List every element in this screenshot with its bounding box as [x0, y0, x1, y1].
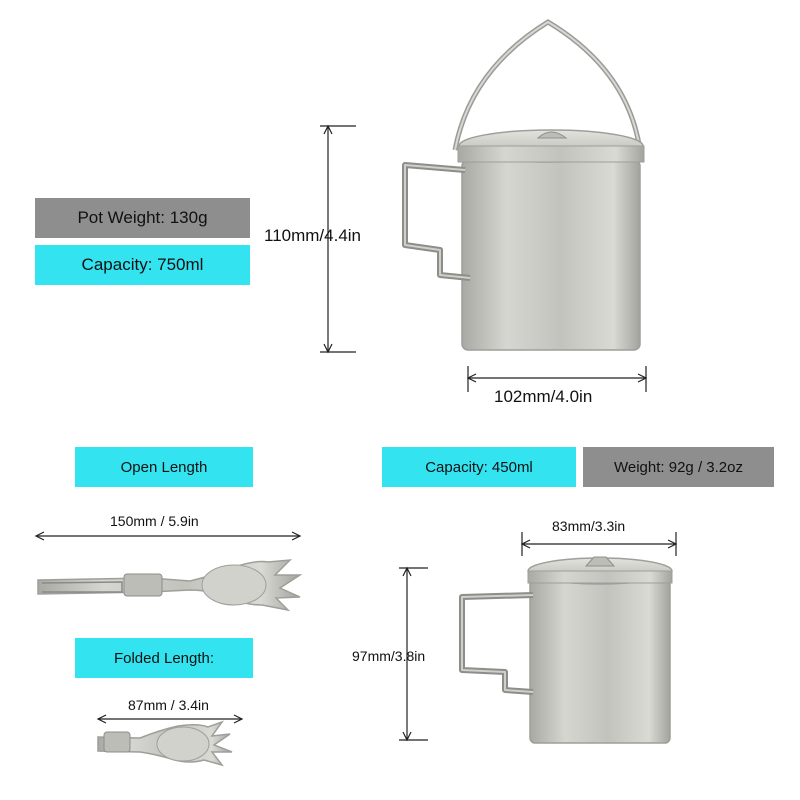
spork-open-text: 150mm / 5.9in [110, 513, 199, 529]
pot-height-text: 110mm/4.4in [264, 226, 362, 245]
pot-width-text: 102mm/4.0in [494, 387, 593, 406]
pot-capacity-label: Capacity: 750ml [35, 245, 250, 285]
spork-open-dimension-line [34, 531, 302, 541]
pot-image [402, 19, 645, 351]
cup-width-text: 83mm/3.3in [552, 518, 626, 534]
cup-weight-label: Weight: 92g / 3.2oz [583, 447, 774, 487]
cup-height-dimension-line [399, 566, 428, 742]
cup-image [459, 556, 673, 744]
spork-folded-image [97, 720, 233, 767]
cup-width-dimension-line [520, 532, 678, 556]
pot-width-dimension-line [466, 366, 648, 392]
pot-weight-label: Pot Weight: 130g [35, 198, 250, 238]
spork-folded-text: 87mm / 3.4in [128, 697, 209, 713]
cup-capacity-label: Capacity: 450ml [382, 447, 576, 487]
spork-folded-dimension-line [96, 714, 244, 724]
pot-height-dimension-line [320, 124, 356, 354]
spork-open-label: Open Length [75, 447, 253, 487]
spork-folded-label: Folded Length: [75, 638, 253, 678]
cup-height-text: 97mm/3.8in [352, 648, 426, 664]
spork-open-image [37, 559, 303, 612]
